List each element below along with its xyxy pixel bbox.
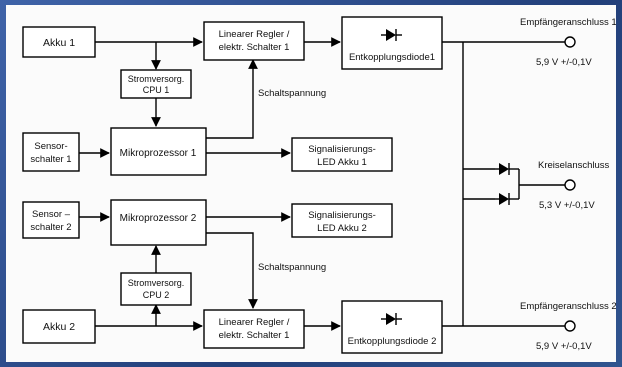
block-signal2: Signalisierungs- LED Akku 2 <box>291 203 393 238</box>
wires <box>79 37 565 331</box>
svg-text:LED Akku 2: LED Akku 2 <box>317 223 367 234</box>
terminal-empf1 <box>564 36 576 48</box>
svg-text:Stromversorg.: Stromversorg. <box>128 74 185 84</box>
svg-text:CPU 1: CPU 1 <box>143 85 170 95</box>
svg-text:Mikroprozessor 2: Mikroprozessor 2 <box>120 213 197 224</box>
svg-text:schalter 2: schalter 2 <box>30 222 71 233</box>
diode-symbol-2 <box>381 313 402 325</box>
svg-text:Sensor –: Sensor – <box>32 209 71 220</box>
label-kreisel: Kreiselanschluss <box>538 160 610 171</box>
block-akku2: Akku 2 <box>22 309 96 344</box>
block-sensor1: Sensor- schalter 1 <box>22 132 80 172</box>
label-empf1-voltage: 5,9 V +/-0,1V <box>536 57 592 68</box>
label-schaltspannung-1: Schaltspannung <box>258 88 326 99</box>
block-sensor2: Sensor – schalter 2 <box>22 201 80 239</box>
block-strom2: Stromversorg. CPU 2 <box>120 272 192 306</box>
svg-text:CPU 2: CPU 2 <box>143 290 170 300</box>
svg-text:elektr. Schalter 1: elektr. Schalter 1 <box>219 42 290 53</box>
block-regler1: Linearer Regler / elektr. Schalter 1 <box>203 21 305 61</box>
label-empf1: Empfängeranschluss 1 <box>520 17 616 28</box>
diagram-canvas: Akku 1 Linearer Regler / elektr. Schalte… <box>6 5 617 362</box>
block-mikro1: Mikroprozessor 1 <box>110 127 207 176</box>
svg-text:LED Akku 1: LED Akku 1 <box>317 157 367 168</box>
terminal-empf2 <box>564 320 576 332</box>
label-empf2-voltage: 5,9 V +/-0,1V <box>536 341 592 352</box>
svg-text:Entkopplungsdiode1: Entkopplungsdiode1 <box>349 52 435 63</box>
svg-text:elektr. Schalter 1: elektr. Schalter 1 <box>219 330 290 341</box>
diode-symbol-kreisel-bottom <box>495 193 519 205</box>
svg-text:Signalisierungs-: Signalisierungs- <box>308 144 376 155</box>
block-diode2: Entkopplungsdiode 2 <box>341 300 443 354</box>
block-regler2: Linearer Regler / elektr. Schalter 1 <box>203 309 305 349</box>
label-empf2: Empfängeranschluss 2 <box>520 301 616 312</box>
svg-text:Entkopplungsdiode 2: Entkopplungsdiode 2 <box>348 336 437 347</box>
wire-mikro1-regler1 <box>206 59 258 139</box>
svg-text:Linearer Regler /: Linearer Regler / <box>219 317 290 328</box>
terminal-kreisel <box>564 179 576 191</box>
block-diagram: Akku 1 Linearer Regler / elektr. Schalte… <box>22 16 617 354</box>
svg-text:schalter 1: schalter 1 <box>30 154 71 165</box>
svg-text:Sensor-: Sensor- <box>34 141 67 152</box>
svg-text:Mikroprozessor 1: Mikroprozessor 1 <box>120 148 197 159</box>
block-diode1: Entkopplungsdiode1 <box>341 16 443 70</box>
block-signal1: Signalisierungs- LED Akku 1 <box>291 137 393 172</box>
svg-text:Akku 1: Akku 1 <box>43 37 75 49</box>
label-schaltspannung-2: Schaltspannung <box>258 262 326 273</box>
diode-symbol-1 <box>381 29 402 41</box>
block-strom1: Stromversorg. CPU 1 <box>120 69 192 99</box>
wire-mikro2-regler2 <box>206 232 258 309</box>
diode-symbol-kreisel-top <box>495 163 519 175</box>
svg-text:Stromversorg.: Stromversorg. <box>128 278 185 288</box>
block-akku1: Akku 1 <box>22 26 96 58</box>
svg-text:Linearer Regler /: Linearer Regler / <box>219 29 290 40</box>
svg-text:Signalisierungs-: Signalisierungs- <box>308 210 376 221</box>
svg-text:Akku 2: Akku 2 <box>43 321 75 333</box>
block-mikro2: Mikroprozessor 2 <box>110 199 207 246</box>
label-kreisel-voltage: 5,3 V +/-0,1V <box>539 200 595 211</box>
